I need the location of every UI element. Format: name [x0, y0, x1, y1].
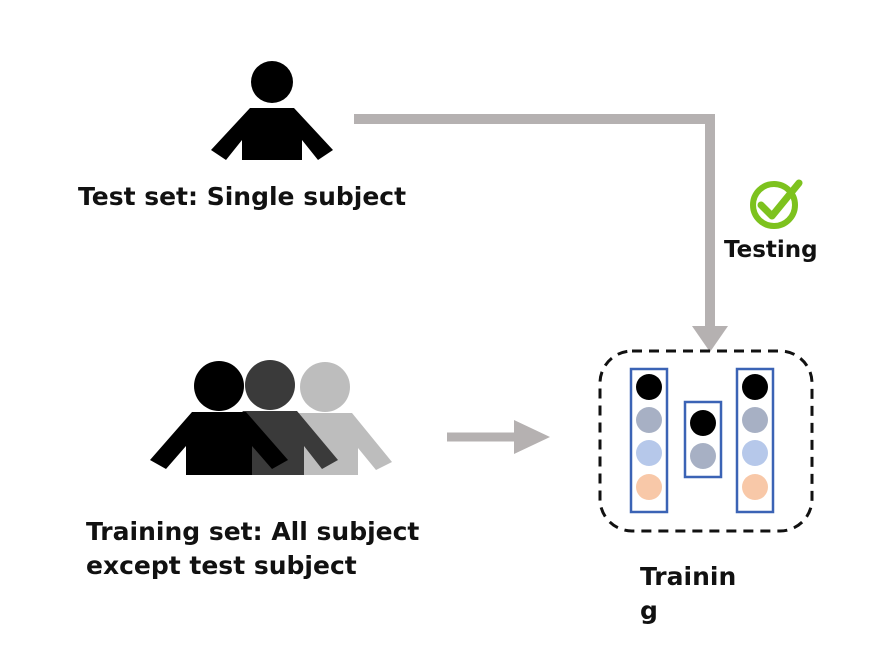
testing-arrow	[354, 114, 728, 352]
node-column-right	[735, 367, 775, 514]
training-label: Trainin g	[640, 560, 736, 628]
node-gray	[742, 407, 768, 433]
training-set-label-line2: except test subject	[86, 551, 357, 580]
training-module-border	[598, 349, 814, 533]
node-peach	[636, 474, 662, 500]
training-set-label-line1: Training set: All subject	[86, 517, 420, 546]
training-label-line2: g	[640, 596, 658, 625]
node-column-middle	[683, 400, 723, 479]
check-circle-icon	[750, 179, 803, 229]
node-gray	[690, 443, 716, 469]
people-group-icon	[150, 360, 392, 475]
person-dark-icon	[150, 361, 288, 475]
training-set-label: Training set: All subject except test su…	[86, 515, 419, 583]
node-peach	[742, 474, 768, 500]
training-module	[598, 349, 814, 533]
node-column-left	[629, 367, 669, 514]
training-label-line1: Trainin	[640, 562, 737, 591]
node-gray	[636, 407, 662, 433]
node-blue	[636, 440, 662, 466]
node-black	[636, 374, 662, 400]
person-icon	[211, 61, 333, 160]
node-black	[742, 374, 768, 400]
test-set-label: Test set: Single subject	[78, 182, 407, 211]
testing-label: Testing	[724, 237, 818, 263]
node-black	[690, 410, 716, 436]
node-blue	[742, 440, 768, 466]
training-arrow	[447, 420, 550, 454]
